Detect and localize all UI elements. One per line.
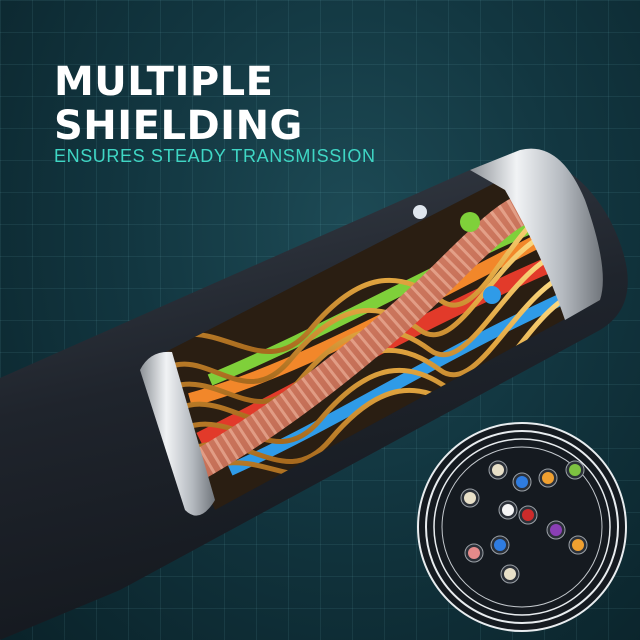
cross-section-wire-core-9 — [494, 539, 506, 551]
headline: MULTIPLE SHIELDING — [54, 60, 303, 148]
conductor-tip-blue — [483, 286, 501, 304]
foil-ring-right — [470, 148, 603, 320]
headline-line-2: SHIELDING — [54, 103, 303, 149]
headline-line-1: MULTIPLE — [54, 59, 274, 105]
cross-section-wire-core-2 — [516, 476, 528, 488]
green-conductor — [207, 209, 563, 386]
cross-section-wire-core-11 — [468, 547, 480, 559]
foil-ring-left — [140, 351, 215, 516]
cross-section-wire-core-3 — [542, 472, 554, 484]
cross-section-wire-core-7 — [502, 504, 514, 516]
cross-section-wire-core-10 — [572, 539, 584, 551]
cross-section-wire-core-8 — [550, 524, 562, 536]
cross-section-wire-core-12 — [504, 568, 516, 580]
cross-section-wire-core-5 — [464, 492, 476, 504]
conductor-tip-white — [413, 205, 427, 219]
cross-section-wire-core-4 — [569, 464, 581, 476]
cross-section-wire-core-6 — [522, 509, 534, 521]
tagline: ENSURES STEADY TRANSMISSION — [54, 146, 376, 166]
cross-section-wire-core-1 — [492, 464, 504, 476]
conductor-tip-green — [460, 212, 480, 232]
cross-section-diagram — [417, 422, 627, 632]
